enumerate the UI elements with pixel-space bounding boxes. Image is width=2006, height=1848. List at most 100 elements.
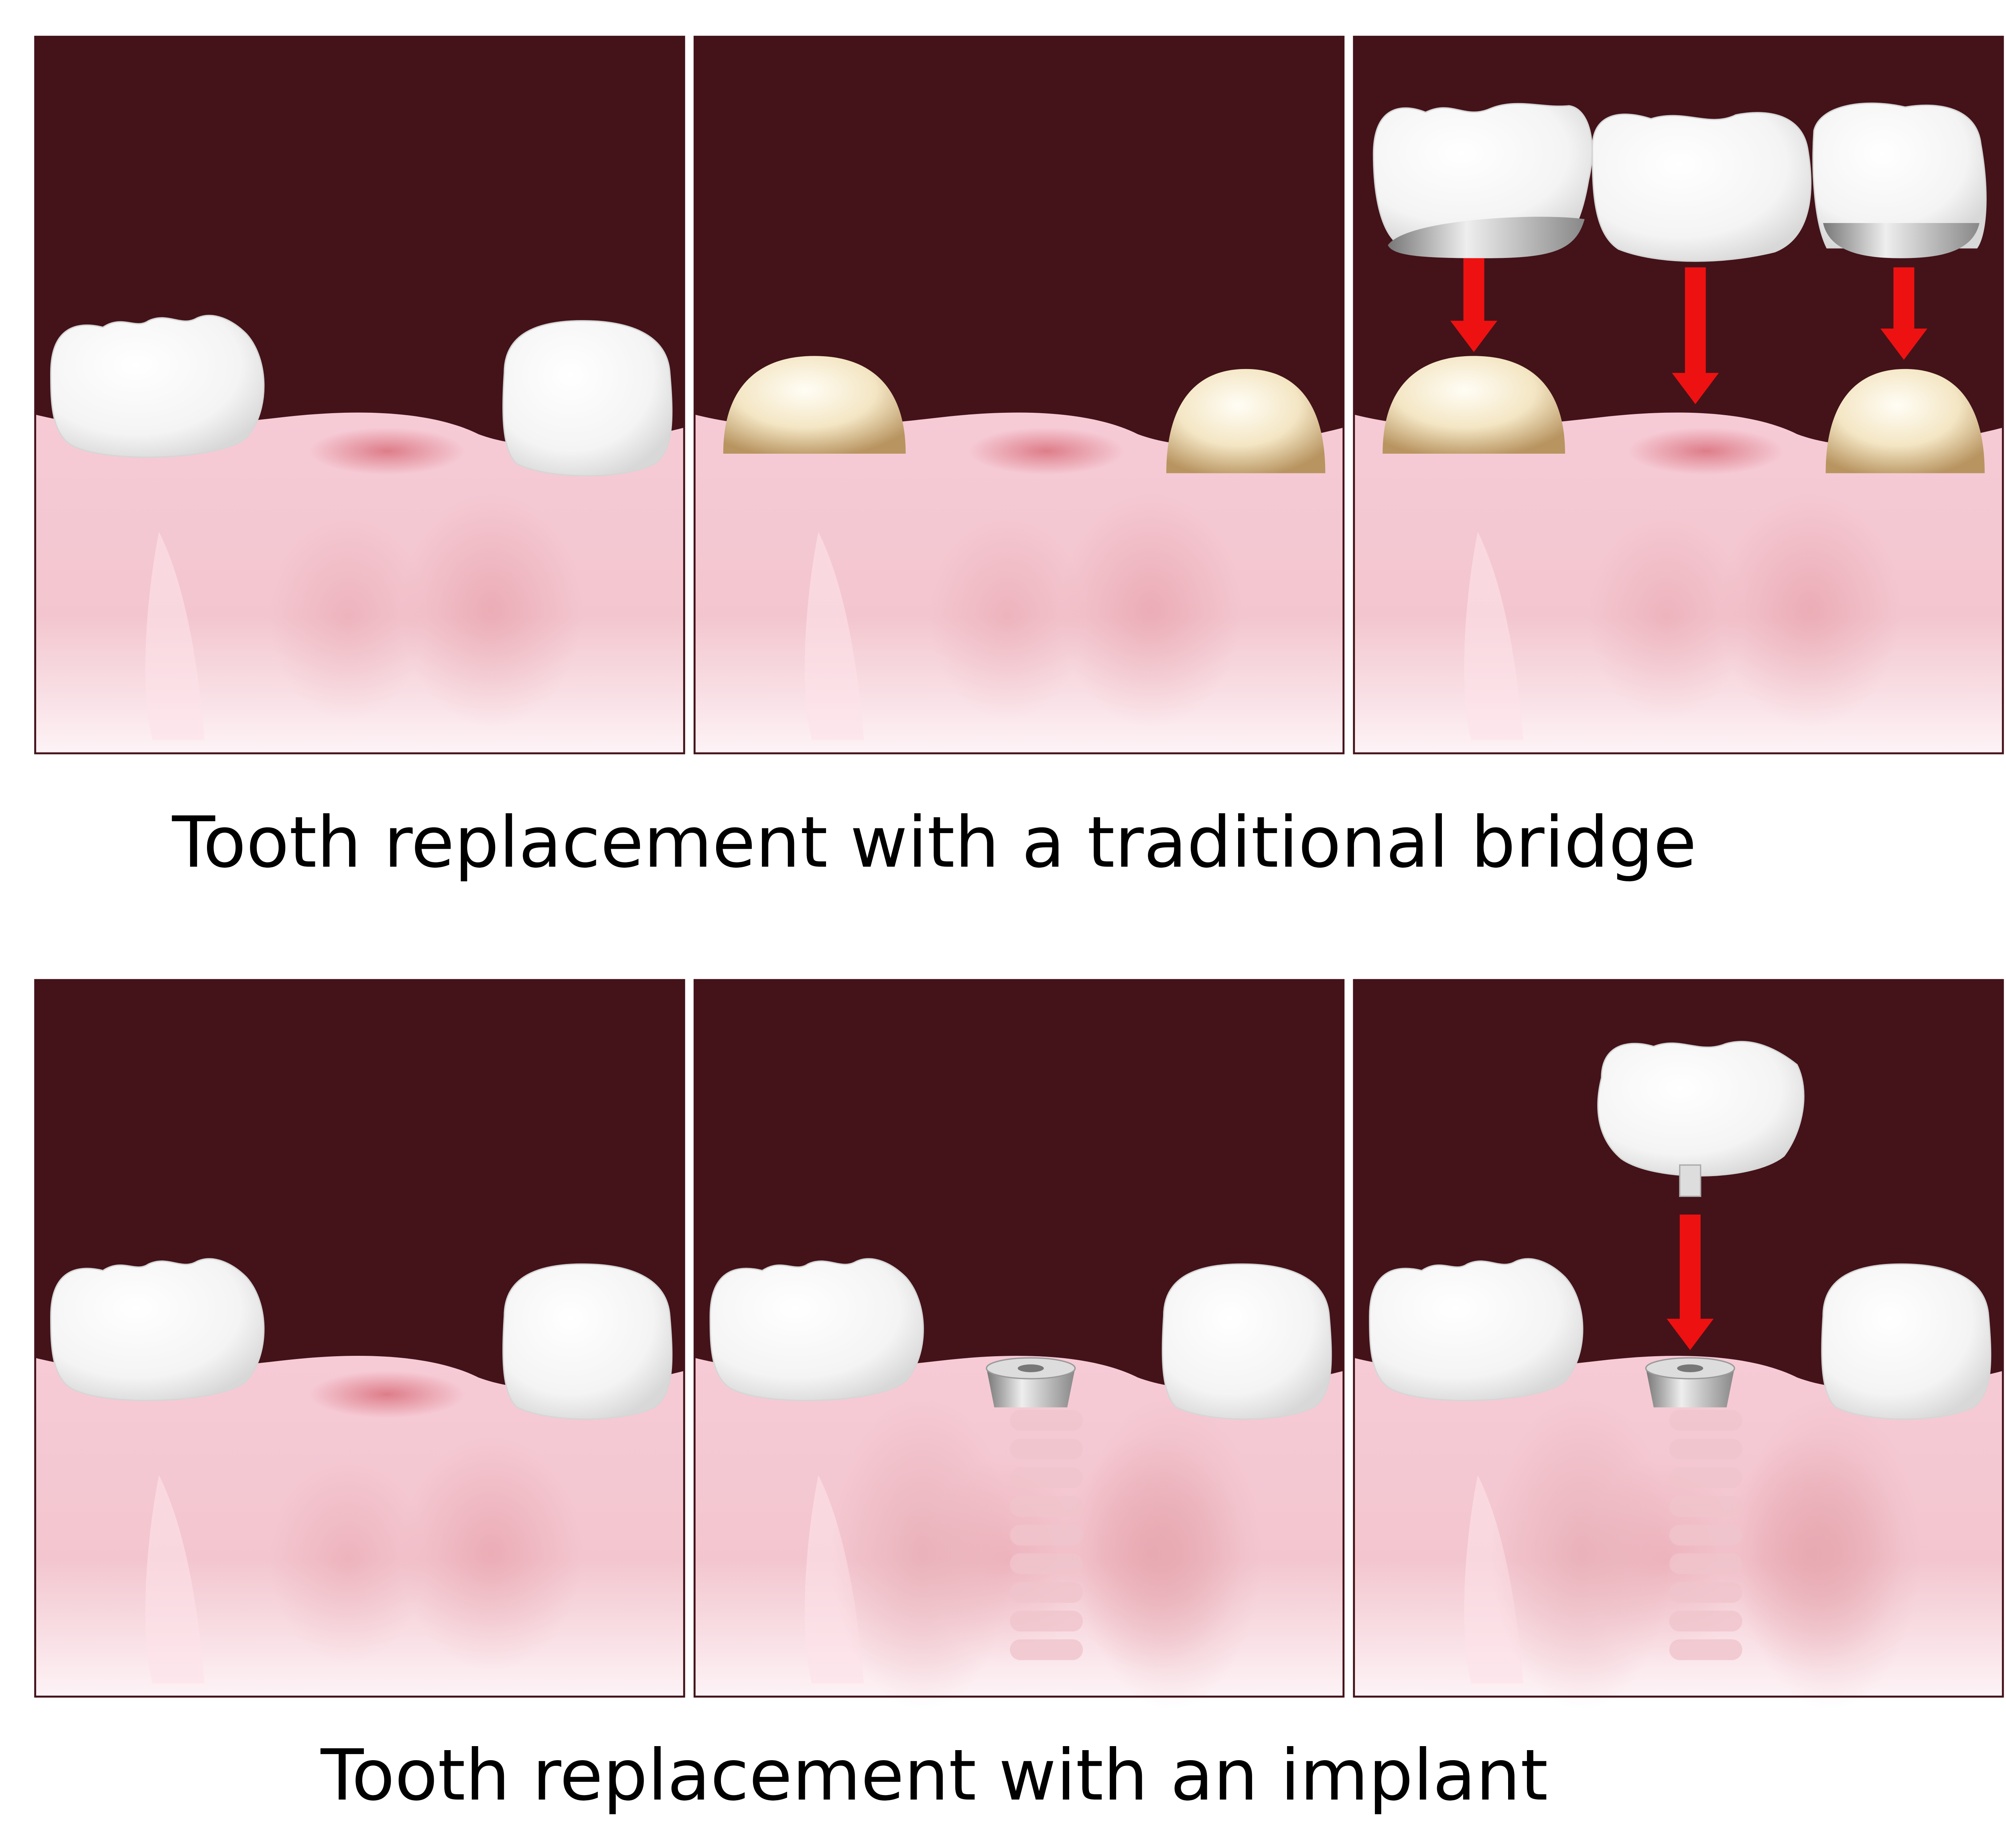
implant-crown [1597,1041,1805,1177]
screw-thread [1669,1496,1742,1517]
bone-texture [1738,1397,1921,1710]
arrow-implant [1667,1214,1714,1350]
molar-left [1369,1258,1584,1401]
screw-thread [1669,1582,1742,1603]
arrow-head [1880,329,1927,360]
tooth-crown [1597,1041,1805,1177]
arrow-head [1667,1319,1714,1350]
gap-gum-redness [309,427,465,475]
arrow-left [1450,258,1498,352]
panel-implant-step-1 [34,979,685,1698]
implant-screw [1490,1397,1921,1710]
tooth-crown [50,314,265,458]
abutment-body [986,1368,1075,1408]
panel-border [34,979,685,1698]
molar-left [50,314,265,458]
bridge-crown-left-inner [1388,217,1585,258]
screw-thread [1010,1467,1083,1488]
abutment-hole [1677,1364,1703,1372]
screw-thread [1010,1639,1083,1660]
arrow-shaft [1463,258,1484,324]
gum-shadow [270,512,426,721]
panel-border [693,979,1345,1698]
screw-thread [1010,1496,1083,1517]
arrow-right [1880,267,1927,360]
tooth-crown [1369,1258,1584,1401]
tooth-crown [709,1258,924,1401]
gap-gum-redness [968,427,1125,475]
premolar-right [502,1263,673,1420]
premolar-right [502,320,673,477]
prepared-tooth-left [1383,356,1565,454]
prepared-tooth-right [1825,369,1985,473]
panel-implant-step-2 [693,979,1345,1710]
arrow-head [1672,373,1719,404]
gum-shadow [400,493,583,728]
tooth-crown [502,1263,673,1420]
panel-bridge-step-2 [693,36,1345,755]
gum-shadow [270,1455,426,1664]
prepared-tooth-left [723,356,906,454]
root-outline [145,531,205,740]
arrow-center [1672,267,1719,404]
implant-abutment [986,1357,1076,1408]
gum-shadow [1588,512,1745,721]
tooth-crown [502,320,673,477]
screw-thread [1669,1410,1742,1431]
bone-texture [1079,1397,1262,1710]
gap-gum-redness [1627,427,1784,475]
premolar-right [1161,1263,1332,1420]
gum-shadow [929,512,1086,721]
root-outline [145,1475,205,1684]
arrow-shaft [1679,1214,1701,1322]
prepared-tooth-right [1166,369,1326,473]
screw-thread [1010,1582,1083,1603]
arrow-shaft [1893,267,1915,331]
screw-thread [1010,1553,1083,1574]
panel-grid [34,36,2004,1710]
implant-abutment [1645,1357,1735,1408]
abutment-hole [1017,1364,1044,1372]
panel-implant-step-3 [1353,979,2004,1710]
gum-shadow [400,1436,583,1671]
screw-thread [1669,1467,1742,1488]
abutment-body [1646,1368,1735,1408]
gum-shadow [1059,493,1242,728]
bridge-title: Tooth replacement with a traditional bri… [172,802,1697,884]
screw-thread [1669,1553,1742,1574]
panel-border [1353,979,2004,1698]
panel-bridge-step-1 [34,36,685,755]
molar-left [709,1258,924,1401]
bridge-pontic [1592,112,1811,262]
tooth-crown [1592,112,1811,262]
screw-thread [1010,1438,1083,1460]
screw-thread [1010,1611,1083,1632]
bridge-crown-right-inner [1823,223,1980,258]
screw-thread [1010,1524,1083,1546]
gap-gum-redness [309,1371,465,1418]
screw-thread [1010,1410,1083,1431]
crown-post [1679,1164,1701,1197]
tooth-crown [1812,102,1987,249]
bridge-crown-right [1812,102,1987,249]
implant-title: Tooth replacement with an implant [320,1734,1548,1816]
screw-thread [1669,1639,1742,1660]
arrow-shaft [1685,267,1706,376]
tooth-crown [50,1258,265,1401]
bone-texture [1490,1397,1673,1710]
panel-bridge-step-3 [1353,36,2004,755]
tooth-crown [1821,1263,1992,1420]
tooth-crown [1161,1263,1332,1420]
panel-border [693,36,1345,755]
implant-screw [831,1397,1262,1710]
arrow-head [1450,321,1498,352]
screw-thread [1669,1524,1742,1546]
root-outline [1464,531,1524,740]
root-outline [804,531,864,740]
panel-border [34,36,685,755]
panel-border [1353,36,2004,755]
screw-thread [1669,1611,1742,1632]
gum-shadow [1719,493,1901,728]
screw-thread [1669,1438,1742,1460]
